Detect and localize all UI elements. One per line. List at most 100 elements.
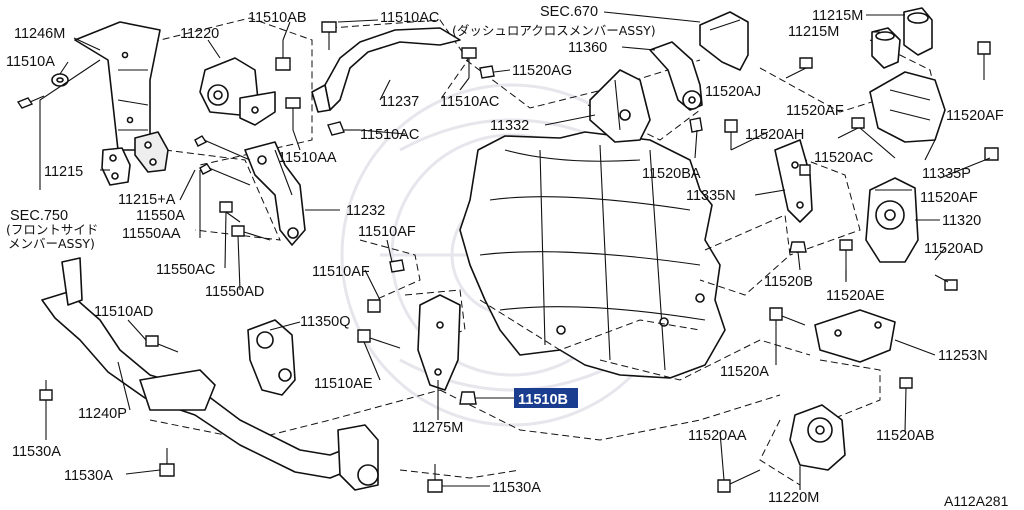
bolt-11510ab [275, 40, 291, 71]
bolt-11520ba [689, 117, 703, 133]
label-11520ae: 11520AE [826, 288, 885, 304]
label-11510af-b: 11510AF [312, 264, 370, 280]
label-11510ab: 11510AB [248, 10, 307, 26]
label-11510ac-top: 11510AC [380, 10, 439, 26]
bracket-11232 [244, 141, 306, 246]
bolt-11510aa [285, 97, 301, 130]
bolt-11520ad [934, 274, 958, 291]
label-11332: 11332 [490, 118, 529, 134]
strap-11215 [101, 147, 131, 186]
bolt-11510af-b [367, 299, 381, 313]
diagram-code: A112A281 [944, 493, 1009, 509]
strap-11215-a [134, 131, 169, 173]
mount-11360 [649, 41, 703, 111]
bolt-11550a [194, 135, 251, 161]
label-11232: 11232 [346, 203, 385, 219]
label-11240p: 11240P [78, 406, 127, 422]
label-11530a-c: 11530A [492, 480, 541, 496]
label-sec670-sub: (ダッシュロアクロスメンバーASSY) [452, 23, 656, 38]
label-11530a-a: 11530A [12, 444, 61, 460]
label-11550ad: 11550AD [205, 284, 264, 300]
bracket-11237 [311, 27, 461, 113]
bolt-11550ad [231, 225, 271, 241]
label-11215m-a: 11215M [812, 8, 863, 24]
label-11550aa: 11550AA [122, 226, 181, 242]
dashed-assembly-lines [149, 17, 943, 486]
label-11510ad: 11510AD [94, 304, 153, 320]
mount-11320 [865, 177, 919, 263]
label-11530a-b: 11530A [64, 468, 113, 484]
label-11335n: 11335N [686, 188, 736, 204]
mount-11220m [789, 404, 846, 471]
label-11520ba: 11520BA [642, 166, 701, 182]
bolt-11520aj [724, 119, 738, 150]
nut-11510b [459, 391, 477, 405]
label-11550ac: 11550AC [156, 262, 215, 278]
label-11520ab: 11520AB [876, 428, 935, 444]
bolt-11510a [16, 95, 45, 109]
bolt-11520ab [899, 377, 913, 389]
bolt-11520a [769, 307, 806, 326]
crossmember-11240p [41, 257, 379, 491]
label-11520ac: 11520AC [814, 150, 873, 166]
label-11510a: 11510A [6, 54, 55, 70]
bolt-11520ag [479, 65, 511, 79]
bolt-11520ah [785, 57, 813, 79]
label-sec750-sub1: (フロントサイド [6, 222, 98, 237]
sec670-cross-member-bracket [699, 11, 749, 71]
label-11520b: 11520B [764, 274, 813, 290]
label-11520af-a: 11520AF [786, 103, 844, 119]
bracket-11332 [589, 69, 651, 143]
sec750-side-member-bracket [74, 21, 161, 151]
mount-11350q [247, 319, 296, 396]
label-11510aa: 11510AA [278, 150, 337, 166]
bolt-11520ac [837, 117, 865, 139]
bolt-11510ae [357, 329, 401, 349]
bolt-11530a-c [427, 464, 443, 493]
label-11520a: 11520A [720, 364, 769, 380]
bolt-11550ac [219, 201, 241, 223]
label-11253n: 11253N [938, 348, 988, 364]
washer-11246m [51, 73, 69, 87]
bracket-11253n [814, 309, 896, 363]
label-11550a: 11550A [136, 208, 185, 224]
label-11520aa: 11520AA [688, 428, 747, 444]
bolt-11530a-a [39, 380, 53, 401]
insulator-11215m-a [903, 7, 933, 56]
label-11215: 11215 [44, 164, 83, 180]
label-11510ae: 11510AE [314, 376, 373, 392]
bolt-11530a-b [159, 448, 175, 477]
label-11520ag: 11520AG [512, 63, 572, 79]
label-11510b[interactable]: 11510B [518, 392, 568, 408]
label-11520af-b: 11520AF [946, 108, 1004, 124]
label-11520ad: 11520AD [924, 241, 983, 257]
mount-11220 [199, 57, 276, 126]
bolt-11510ac-low [327, 121, 360, 136]
label-11510ac-low: 11510AC [360, 127, 419, 143]
bolt-11510ac-mid [461, 47, 477, 78]
label-11215m-b: 11215M [788, 24, 839, 40]
label-11510af-a: 11510AF [358, 224, 416, 240]
insulator-11215m-b [871, 27, 901, 69]
label-sec670: SEC.670 [540, 4, 598, 20]
label-11220: 11220 [180, 26, 219, 42]
label-11275m: 11275M [412, 420, 463, 436]
label-11246m: 11246M [14, 26, 65, 42]
nut-11520b [789, 241, 807, 253]
bolt-11550aa [199, 163, 251, 186]
bolt-11520aa [717, 469, 761, 493]
bracket-11335n [774, 139, 813, 223]
bolt-11520af-a [977, 41, 991, 80]
label-11237: 11237 [380, 94, 419, 110]
label-11520ah: 11520AH [745, 127, 804, 143]
label-11335p: 11335P [922, 166, 971, 182]
label-11350q: 11350Q [300, 314, 351, 330]
label-sec750-sub2: メンバーASSY) [8, 236, 95, 251]
highlight-11510b[interactable] [514, 388, 578, 408]
bolt-11510af-a [389, 259, 405, 273]
label-sec750: SEC.750 [10, 208, 68, 224]
label-11520aj: 11520AJ [705, 84, 761, 100]
label-11220m: 11220M [768, 490, 819, 506]
label-11360: 11360 [568, 40, 607, 56]
bolt-11520af-b [984, 147, 999, 161]
